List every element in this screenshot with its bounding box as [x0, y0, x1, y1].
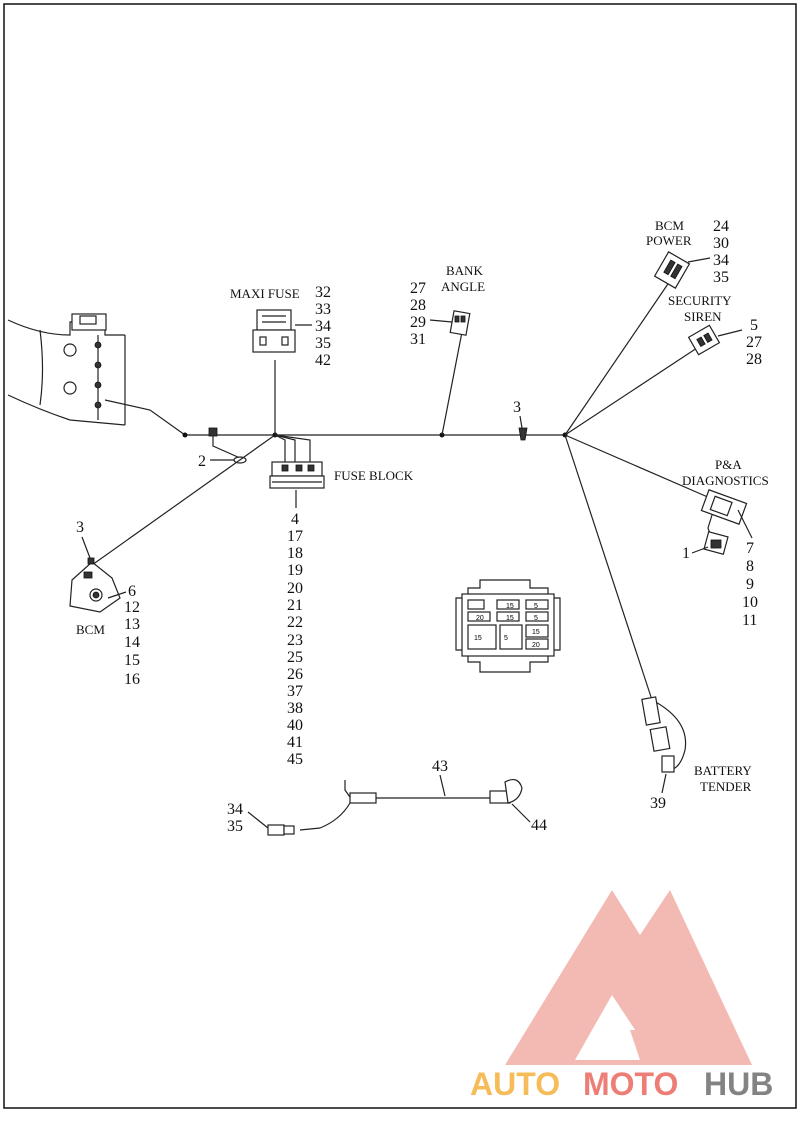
security-siren-num: 28 — [746, 351, 762, 368]
fuse-block-num: 19 — [287, 562, 303, 579]
fuse-val: 20 — [532, 642, 540, 649]
maxi-fuse-numbers: 32 33 34 35 42 — [315, 284, 331, 369]
bank-angle-connector — [449, 310, 471, 336]
main-harness — [91, 277, 711, 701]
fuse-val: 20 — [476, 615, 484, 622]
jumper-number-43: 43 — [432, 758, 448, 775]
bank-angle-label-2: ANGLE — [441, 279, 485, 294]
fuse-block-label: FUSE BLOCK — [334, 468, 414, 483]
jumper-harness — [267, 778, 523, 836]
battery-tender-connector — [641, 696, 687, 773]
jumper-left-num: 34 — [227, 801, 243, 818]
fuse-block-numbers: 4 17 18 19 20 21 22 23 25 26 37 38 40 41… — [287, 511, 303, 768]
fuse-val: 5 — [504, 635, 508, 642]
bcm-power-num: 30 — [713, 235, 729, 252]
fuse-block-num: 21 — [287, 597, 303, 614]
security-siren-num: 27 — [746, 334, 762, 351]
fuse-block-num: 23 — [287, 632, 303, 649]
fuse-block-connector — [269, 461, 325, 489]
security-siren-num: 5 — [750, 317, 758, 334]
logo-moto: MOTO — [583, 1066, 678, 1102]
pa-diag-num: 10 — [742, 594, 758, 611]
bcm-power-numbers: 24 30 34 35 — [713, 218, 729, 286]
jumper-left-num: 35 — [227, 818, 243, 835]
bank-angle-numbers: 27 28 29 31 — [410, 280, 426, 348]
bcm-top-number: 3 — [76, 519, 84, 536]
frame-bracket — [7, 313, 126, 426]
bcm-module — [69, 557, 121, 613]
maxi-fuse-connector — [252, 309, 296, 353]
bcm-power-num: 24 — [713, 218, 729, 235]
fuse-block-num: 38 — [287, 700, 303, 717]
maxi-fuse-num: 42 — [315, 352, 331, 369]
fuse-block-num: 17 — [287, 528, 303, 545]
bcm-numbers: 6 12 13 14 15 16 — [124, 583, 140, 688]
fuse-block-num: 20 — [287, 580, 303, 597]
logo-hub: HUB — [704, 1066, 773, 1102]
security-siren-label-2: SIREN — [684, 309, 722, 324]
bcm-power-label-2: POWER — [646, 233, 692, 248]
security-siren-label-1: SECURITY — [668, 293, 732, 308]
fuse-val: 15 — [506, 615, 514, 622]
bcm-num: 14 — [124, 634, 140, 651]
battery-tender-label-1: BATTERY — [694, 763, 752, 778]
fuse-block-num: 40 — [287, 717, 303, 734]
page-border — [3, 3, 797, 1109]
fuse-val: 5 — [534, 615, 538, 622]
fuse-block-num: 25 — [287, 649, 303, 666]
clip-2-number: 2 — [198, 453, 206, 470]
battery-tender-number: 39 — [650, 795, 666, 812]
fuse-block-num: 22 — [287, 614, 303, 631]
bank-angle-num: 29 — [410, 314, 426, 331]
bcm-power-connector — [653, 251, 691, 289]
fuse-val: 15 — [506, 603, 514, 610]
maxi-fuse-num: 33 — [315, 301, 331, 318]
pa-diag-label-2: DIAGNOSTICS — [682, 473, 769, 488]
bcm-num: 12 — [124, 599, 140, 616]
pa-diag-numbers: 7 8 9 10 11 — [742, 540, 758, 629]
bcm-num: 13 — [124, 616, 140, 633]
bcm-num: 16 — [124, 671, 140, 688]
watermark-logo: AUTO MOTO HUB — [470, 890, 773, 1102]
maxi-fuse-label: MAXI FUSE — [230, 286, 300, 301]
fuse-block-num: 45 — [287, 751, 303, 768]
fuse-val: 15 — [532, 629, 540, 636]
bcm-power-num: 35 — [713, 269, 729, 286]
jumper-number-44: 44 — [531, 817, 547, 834]
bank-angle-num: 31 — [410, 331, 426, 348]
maxi-fuse-num: 34 — [315, 318, 331, 335]
bcm-num: 15 — [124, 652, 140, 669]
clip-3-number: 3 — [513, 399, 521, 416]
pa-diag-num: 9 — [746, 576, 754, 593]
bcm-power-num: 34 — [713, 252, 729, 269]
bcm-num: 6 — [128, 583, 136, 600]
logo-auto: AUTO — [470, 1066, 560, 1102]
pa-diag-num: 7 — [746, 540, 754, 557]
bcm-power-label-1: BCM — [655, 218, 684, 233]
bcm-label: BCM — [76, 622, 105, 637]
fuse-block-num: 26 — [287, 666, 303, 683]
pa-diag-label-1: P&A — [715, 457, 742, 472]
fuse-block-num: 37 — [287, 683, 303, 700]
fuse-val: 15 — [474, 635, 482, 642]
battery-tender-label-2: TENDER — [700, 779, 752, 794]
pa-diagnostics-connector — [700, 489, 748, 556]
fuse-panel-detail: 15 5 20 15 5 15 5 15 20 — [455, 579, 561, 673]
fuse-block-num: 18 — [287, 545, 303, 562]
maxi-fuse-num: 32 — [315, 284, 331, 301]
fuse-block-num: 4 — [291, 511, 299, 528]
security-siren-connector — [687, 324, 721, 356]
bank-angle-num: 27 — [410, 280, 426, 297]
bank-angle-label-1: BANK — [446, 263, 483, 278]
bank-angle-num: 28 — [410, 297, 426, 314]
pa-diag-num-left: 1 — [682, 545, 690, 562]
pa-diag-num: 11 — [742, 612, 757, 629]
fuse-block-num: 41 — [287, 734, 303, 751]
fuse-val: 5 — [534, 603, 538, 610]
maxi-fuse-num: 35 — [315, 335, 331, 352]
pa-diag-num: 8 — [746, 558, 754, 575]
security-siren-numbers: 5 27 28 — [746, 317, 762, 368]
